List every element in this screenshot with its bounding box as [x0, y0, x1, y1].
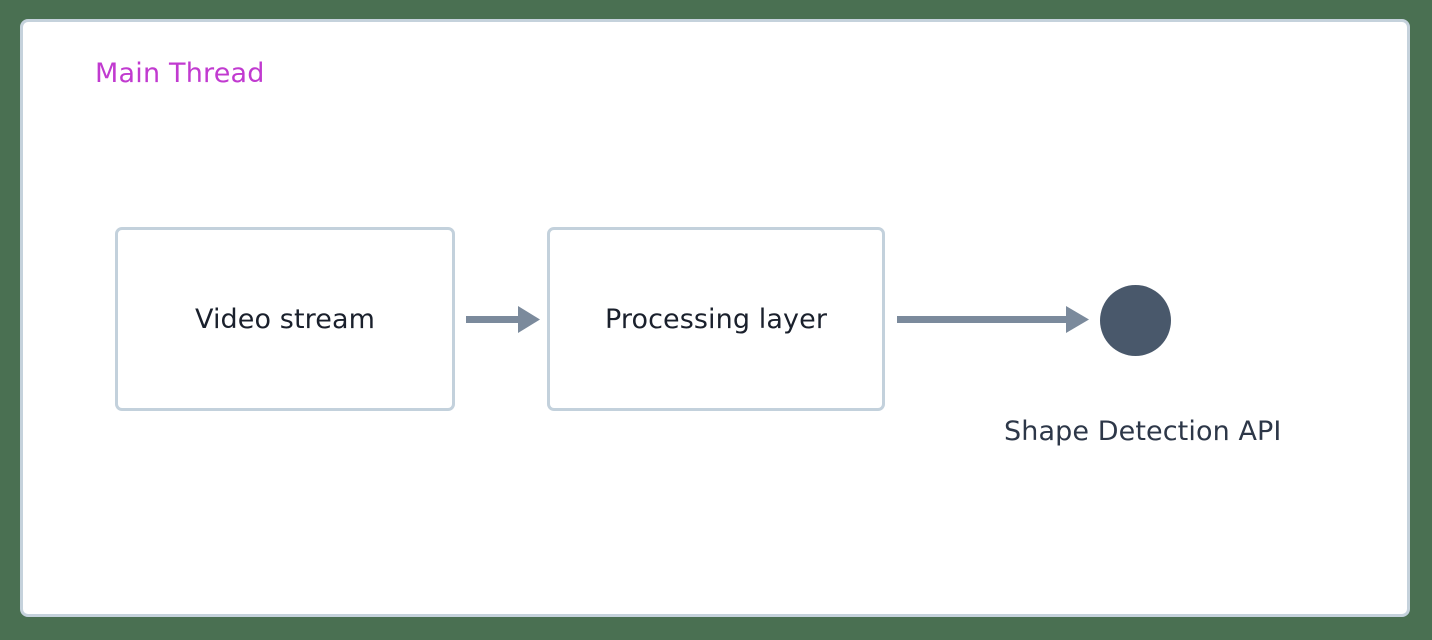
node-shape-detection-api-label: Shape Detection API	[1004, 416, 1282, 447]
node-shape-detection-api[interactable]	[1100, 285, 1171, 356]
node-processing-layer[interactable]: Processing layer	[547, 227, 885, 411]
node-processing-layer-label: Processing layer	[604, 303, 828, 335]
cluster-title-main-thread: Main Thread	[95, 58, 265, 89]
node-video-stream[interactable]: Video stream	[115, 227, 455, 411]
node-video-stream-label: Video stream	[194, 303, 376, 335]
